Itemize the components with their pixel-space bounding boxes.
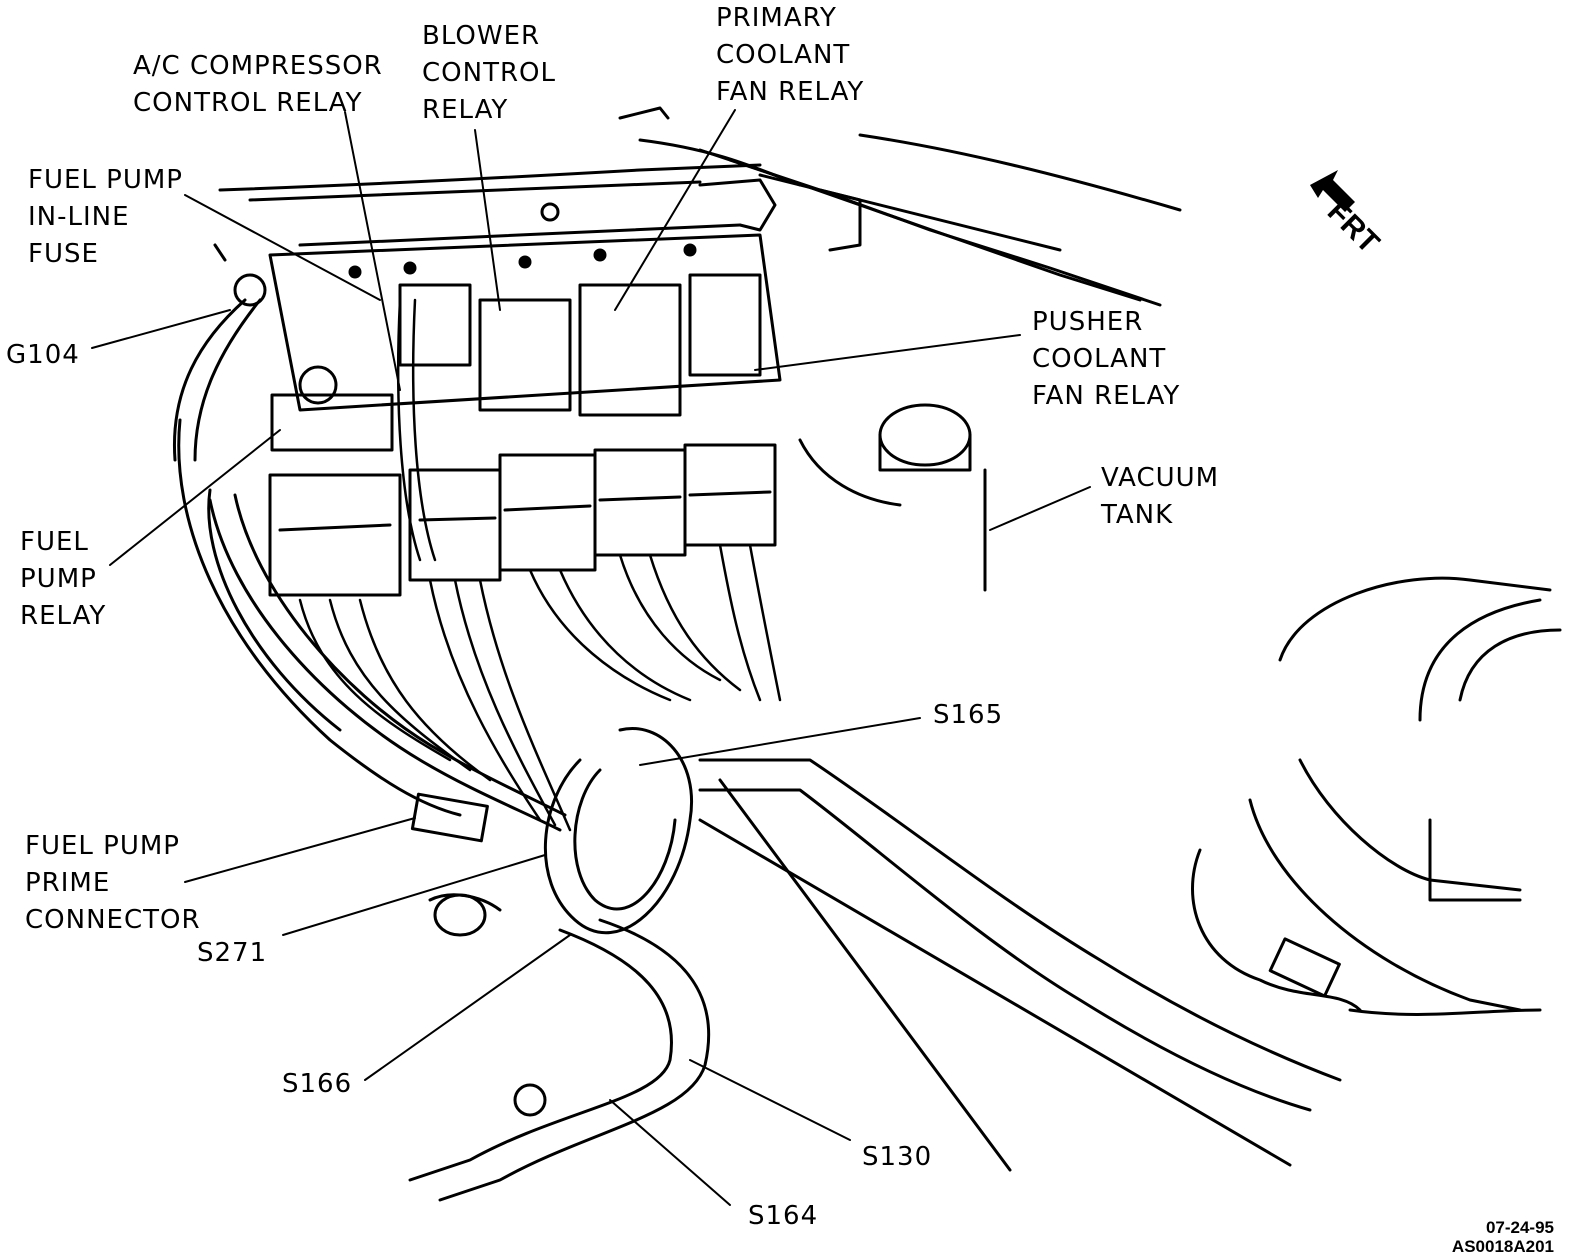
harness-s164 [408, 918, 711, 1202]
label-s164: S164 [748, 1201, 819, 1231]
harness-s130 [698, 758, 1342, 1172]
prime-connector [410, 792, 502, 937]
label-primary-coolant-fan-relay: PRIMARY COOLANT FAN RELAY [716, 3, 865, 107]
label-g104: G104 [6, 340, 80, 370]
label-pusher-coolant-fan-relay: PUSHER COOLANT FAN RELAY [1032, 307, 1181, 411]
leader-lines [91, 109, 1091, 1206]
label-s271: S271 [197, 938, 268, 968]
wire-bundles [298, 298, 782, 832]
g104-ground-wire [172, 243, 267, 462]
vacuum-tank [798, 403, 987, 592]
label-s130: S130 [862, 1142, 933, 1172]
label-fuel-pump-relay: FUEL PUMP RELAY [20, 527, 107, 631]
figure-code: 07-24-95 AS0018A201 [1452, 1218, 1554, 1256]
figure-date: 07-24-95 [1485, 1218, 1554, 1237]
harness-loop [208, 493, 693, 934]
label-fuel-pump-prime-connector: FUEL PUMP PRIME CONNECTOR [25, 831, 201, 935]
label-ac-compressor-control-relay: A/C COMPRESSOR CONTROL RELAY [133, 51, 383, 118]
label-fuel-pump-inline-fuse: FUEL PUMP IN-LINE FUSE [28, 165, 183, 269]
label-vacuum-tank: VACUUM TANK [1101, 463, 1220, 530]
label-blower-control-relay: BLOWER CONTROL RELAY [422, 21, 556, 125]
connector-blocks [268, 443, 777, 597]
side-connector [1191, 848, 1542, 1016]
figure-id: AS0018A201 [1451, 1237, 1554, 1256]
relay-center [268, 178, 862, 452]
air-cleaner [1248, 576, 1562, 1012]
label-s166: S166 [282, 1069, 353, 1099]
fender-outline [177, 106, 1182, 817]
label-s165: S165 [933, 700, 1004, 730]
front-arrow-icon [1310, 170, 1355, 212]
